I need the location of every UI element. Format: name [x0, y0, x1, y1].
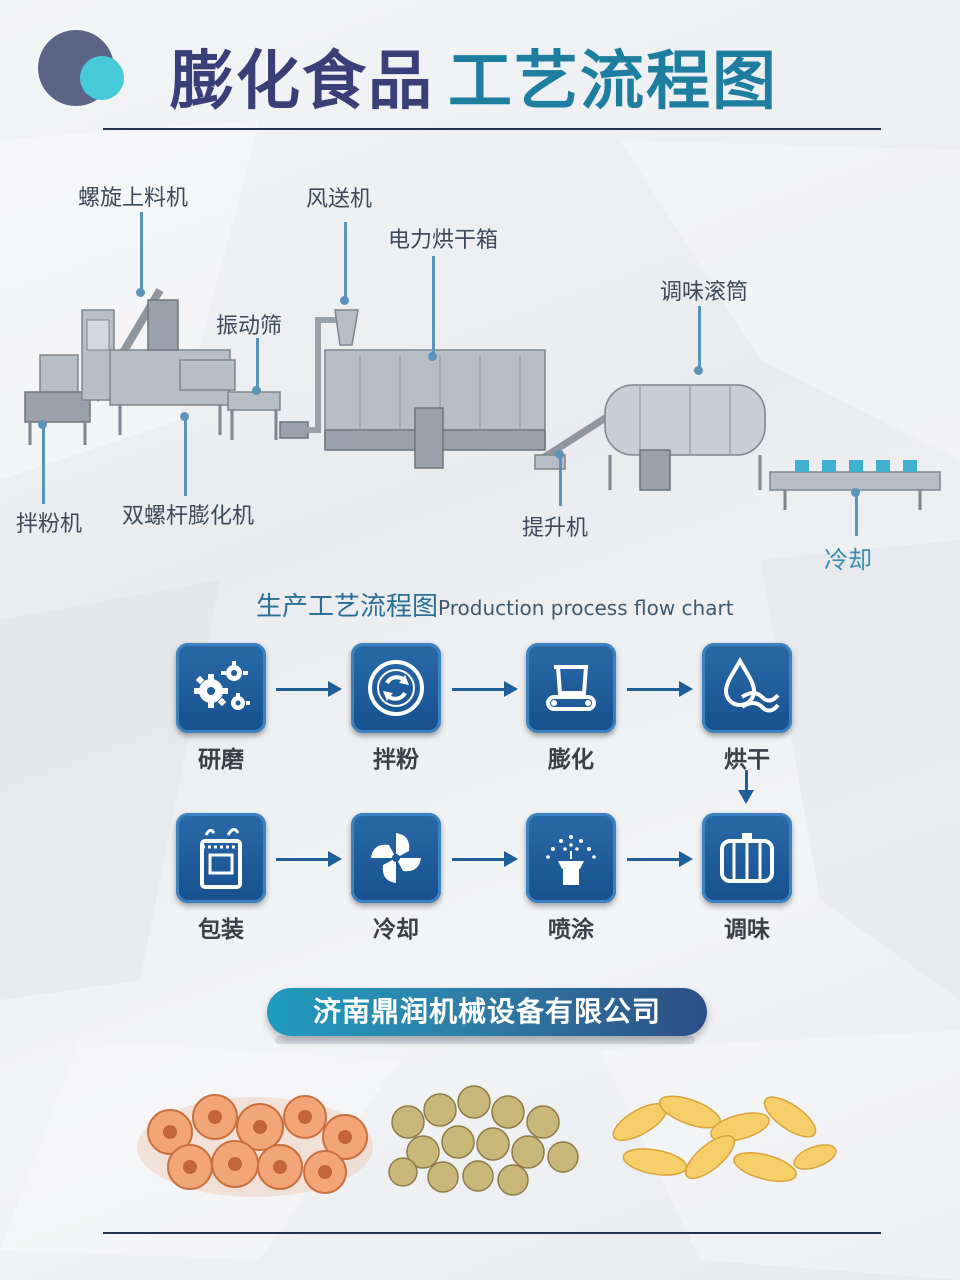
label-seasoning-drum: 调味滚筒 — [660, 280, 749, 305]
product-image-balls — [388, 1085, 579, 1196]
label-twin-screw-extruder: 双螺杆膨化机 — [122, 504, 255, 529]
label-powder-mixer: 拌粉机 — [16, 512, 83, 537]
arrow-3-4 — [627, 688, 681, 691]
step-label-extrusion: 膨化 — [548, 747, 594, 773]
pointer-elevator — [559, 458, 562, 506]
flow-title-cn: 生产工艺流程图 — [256, 592, 439, 622]
mixing-cycle-icon — [368, 660, 424, 716]
company-name: 济南鼎润机械设备有限公司 — [267, 988, 707, 1036]
arrow-3-4-head — [679, 681, 693, 697]
package-bag-icon — [200, 828, 242, 889]
step-label-drying: 烘干 — [724, 747, 770, 773]
arrow-2-3 — [452, 688, 506, 691]
arrow-6-5 — [276, 858, 330, 861]
dot-powder-mixer — [38, 420, 47, 429]
dot-seasoning-drum — [694, 366, 703, 375]
dot-extruder — [180, 412, 189, 421]
pointer-extruder — [184, 420, 187, 496]
dot-screw-feeder — [136, 288, 145, 297]
label-elevator: 提升机 — [522, 516, 589, 541]
title-part2: 工艺流程图 — [448, 45, 778, 119]
arrow-8-7 — [627, 858, 681, 861]
label-screw-feeder: 螺旋上料机 — [78, 186, 189, 211]
pointer-powder-mixer — [42, 428, 45, 504]
pointer-cooling — [855, 496, 858, 536]
arrow-4-down — [745, 770, 748, 792]
step-extrusion — [526, 643, 616, 733]
label-cooling: 冷却 — [824, 546, 872, 574]
flow-chart-title: 生产工艺流程图Production process flow chart — [256, 586, 734, 623]
step-spraying — [526, 813, 616, 903]
step-label-spraying: 喷涂 — [548, 917, 594, 943]
footer-divider — [103, 1232, 881, 1234]
arrow-1-2 — [276, 688, 330, 691]
label-vibrating-sieve: 振动筛 — [216, 314, 283, 339]
step-label-grinding: 研磨 — [198, 747, 244, 773]
arrow-1-2-head — [328, 681, 342, 697]
drum-icon — [720, 833, 774, 883]
production-line-illustration — [24, 287, 941, 510]
dot-vibrating-sieve — [252, 386, 261, 395]
pointer-screw-feeder — [140, 212, 143, 292]
pointer-vibrating-sieve — [256, 338, 259, 390]
step-cooling — [351, 813, 441, 903]
dot-elevator — [555, 450, 564, 459]
arrow-7-6 — [452, 858, 506, 861]
product-image-rings — [137, 1094, 373, 1197]
logo-circle-small — [80, 56, 124, 100]
dot-air-conveyor — [340, 296, 349, 305]
label-air-conveyor: 风送机 — [306, 187, 373, 212]
pointer-air-conveyor — [344, 222, 347, 302]
title-part1: 膨化食品 — [170, 45, 434, 119]
step-label-mixing: 拌粉 — [373, 747, 419, 773]
page-title: 膨化食品工艺流程图 — [170, 30, 778, 122]
extrusion-icon — [546, 665, 596, 711]
gears-icon — [194, 661, 250, 710]
step-grinding — [176, 643, 266, 733]
arrow-8-7-head — [679, 851, 693, 867]
step-drying — [702, 643, 792, 733]
arrow-4-down-head — [738, 790, 754, 804]
label-electric-oven: 电力烘干箱 — [388, 228, 499, 253]
fan-icon — [371, 833, 421, 883]
arrow-6-5-head — [328, 851, 342, 867]
step-label-cooling: 冷却 — [373, 917, 419, 943]
dot-electric-oven — [428, 352, 437, 361]
step-label-packaging: 包装 — [198, 917, 244, 943]
arrow-2-3-head — [504, 681, 518, 697]
company-pill-shadow — [275, 1036, 695, 1044]
spray-icon — [546, 835, 596, 885]
step-packaging — [176, 813, 266, 903]
flow-title-en: Production process flow chart — [438, 596, 734, 620]
pointer-seasoning-drum — [698, 306, 701, 370]
pointer-electric-oven — [432, 256, 435, 356]
header-divider — [103, 128, 881, 130]
step-label-seasoning: 调味 — [724, 917, 770, 943]
product-image-sticks — [612, 1095, 837, 1182]
water-drop-icon — [723, 656, 780, 713]
step-mixing — [351, 643, 441, 733]
dot-cooling — [851, 488, 860, 497]
step-seasoning — [702, 813, 792, 903]
arrow-7-6-head — [504, 851, 518, 867]
